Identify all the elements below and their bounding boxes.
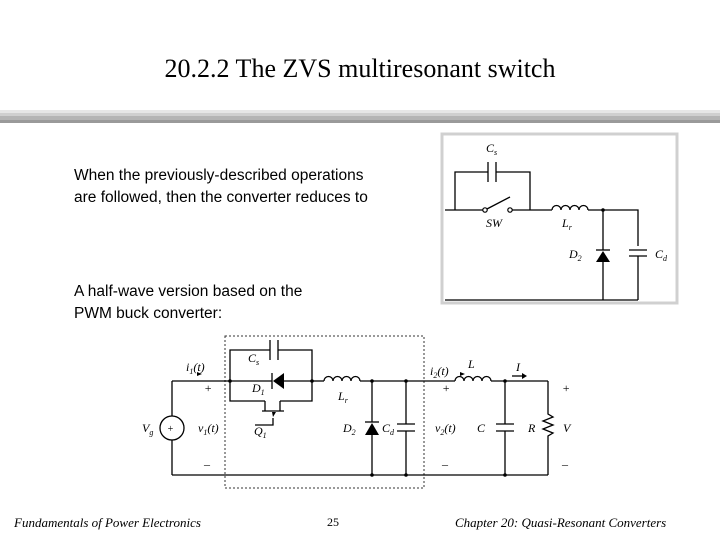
v1-plus: + [204,381,212,395]
top-lr-label: Lr [561,216,573,232]
slide-title: 20.2.2 The ZVS multiresonant switch [164,54,556,83]
d1-label: D1 [251,381,265,397]
r-label: R [527,421,536,435]
d2-label: D2 [342,421,356,437]
cd-label: Cd [382,421,395,437]
v2-plus: + [442,381,450,395]
half-wave-line-2: PWM buck converter: [74,305,223,322]
intro-line-2: are followed, then the converter reduces… [74,189,368,206]
d2-arrow [365,423,379,435]
d1-arrow [273,373,284,389]
i1-label: i1(t) [186,360,205,376]
half-wave-text: A half-wave version based on the PWM buc… [74,281,302,325]
v-plus: + [562,381,570,395]
v-label: V [563,421,572,435]
vg-plus: + [167,424,174,435]
half-wave-line-1: A half-wave version based on the [74,283,303,300]
simplified-switch-circuit: Cs SW Lr D2 Cd [440,132,679,305]
v1-label: v1(t) [198,421,219,437]
lr-label: Lr [337,389,349,405]
title-divider [0,110,720,124]
v-minus: – [561,457,569,471]
switch-network-box [224,335,425,489]
top-sw-label: SW [486,216,503,230]
v2-minus: – [441,457,449,471]
q1-label: Q1 [254,424,267,440]
v2-label: v2(t) [435,421,456,437]
intro-line-1: When the previously-described operations [74,167,364,184]
top-cs-label: Cs [486,141,497,157]
top-d2-label: D2 [568,247,582,263]
footer-chapter: Chapter 20: Quasi-Resonant Converters [455,515,667,530]
l-label: L [467,357,475,371]
c-label: C [477,421,486,435]
intro-text: When the previously-described operations… [74,165,368,209]
vg-label: Vg [142,421,153,437]
i-label: I [515,360,521,374]
half-wave-buck-circuit: + Vg i1(t) + v1(t) – Cs D1 Q1 Lr D2 Cd i… [142,335,572,489]
cs-label: Cs [248,351,259,367]
footer-book: Fundamentals of Power Electronics [14,515,201,530]
i2-label: i2(t) [430,364,449,380]
top-cd-label: Cd [655,247,668,263]
footer-page-number: 25 [327,515,339,529]
v1-minus: – [203,457,211,471]
